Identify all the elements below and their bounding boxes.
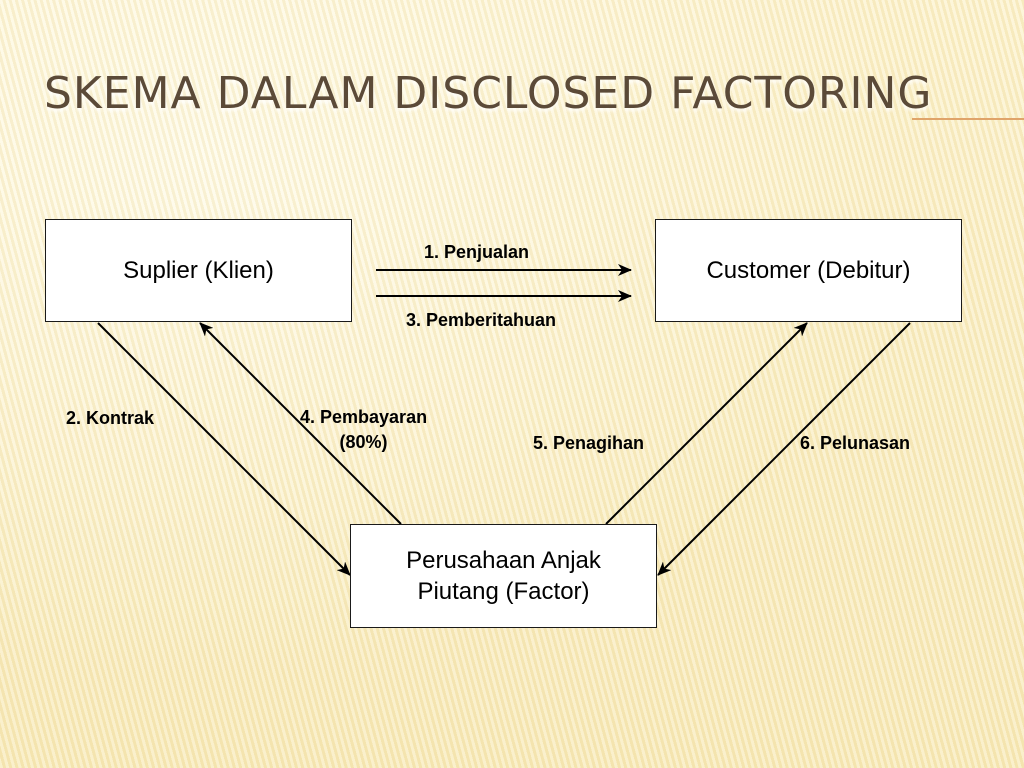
node-factor-label-line2: Piutang (Factor)	[417, 578, 590, 605]
node-factor-label-line1: Perusahaan Anjak	[406, 546, 601, 574]
arrow-kontrak	[97, 322, 351, 576]
node-supplier: Suplier (Klien)	[45, 219, 352, 322]
node-factor: Perusahaan Anjak Piutang (Factor)	[350, 524, 657, 628]
node-customer-label: Customer (Debitur)	[706, 256, 911, 284]
edge-label-pemberitahuan: 3. Pemberitahuan	[406, 310, 557, 330]
edge-label-pembayaran: 4. Pembayaran (80%)	[300, 405, 427, 455]
edge-label-penagihan: 5. Penagihan	[533, 433, 645, 453]
edge-label-penjualan: 1. Penjualan	[424, 242, 530, 262]
arrow-pembayaran	[199, 322, 402, 525]
title-underline	[912, 118, 1024, 120]
edge-label-pembayaran-line1: 4. Pembayaran	[300, 407, 428, 427]
edge-label-pembayaran-line2: (80%)	[339, 432, 388, 453]
node-customer: Customer (Debitur)	[655, 219, 962, 322]
arrow-pelunasan	[657, 322, 911, 576]
arrow-penagihan	[605, 322, 808, 525]
edge-label-pelunasan: 6. Pelunasan	[800, 433, 911, 453]
edge-label-kontrak: 2. Kontrak	[66, 408, 155, 428]
slide-title: SKEMA DALAM DISCLOSED FACTORING	[44, 68, 933, 119]
node-supplier-label: Suplier (Klien)	[123, 256, 274, 284]
